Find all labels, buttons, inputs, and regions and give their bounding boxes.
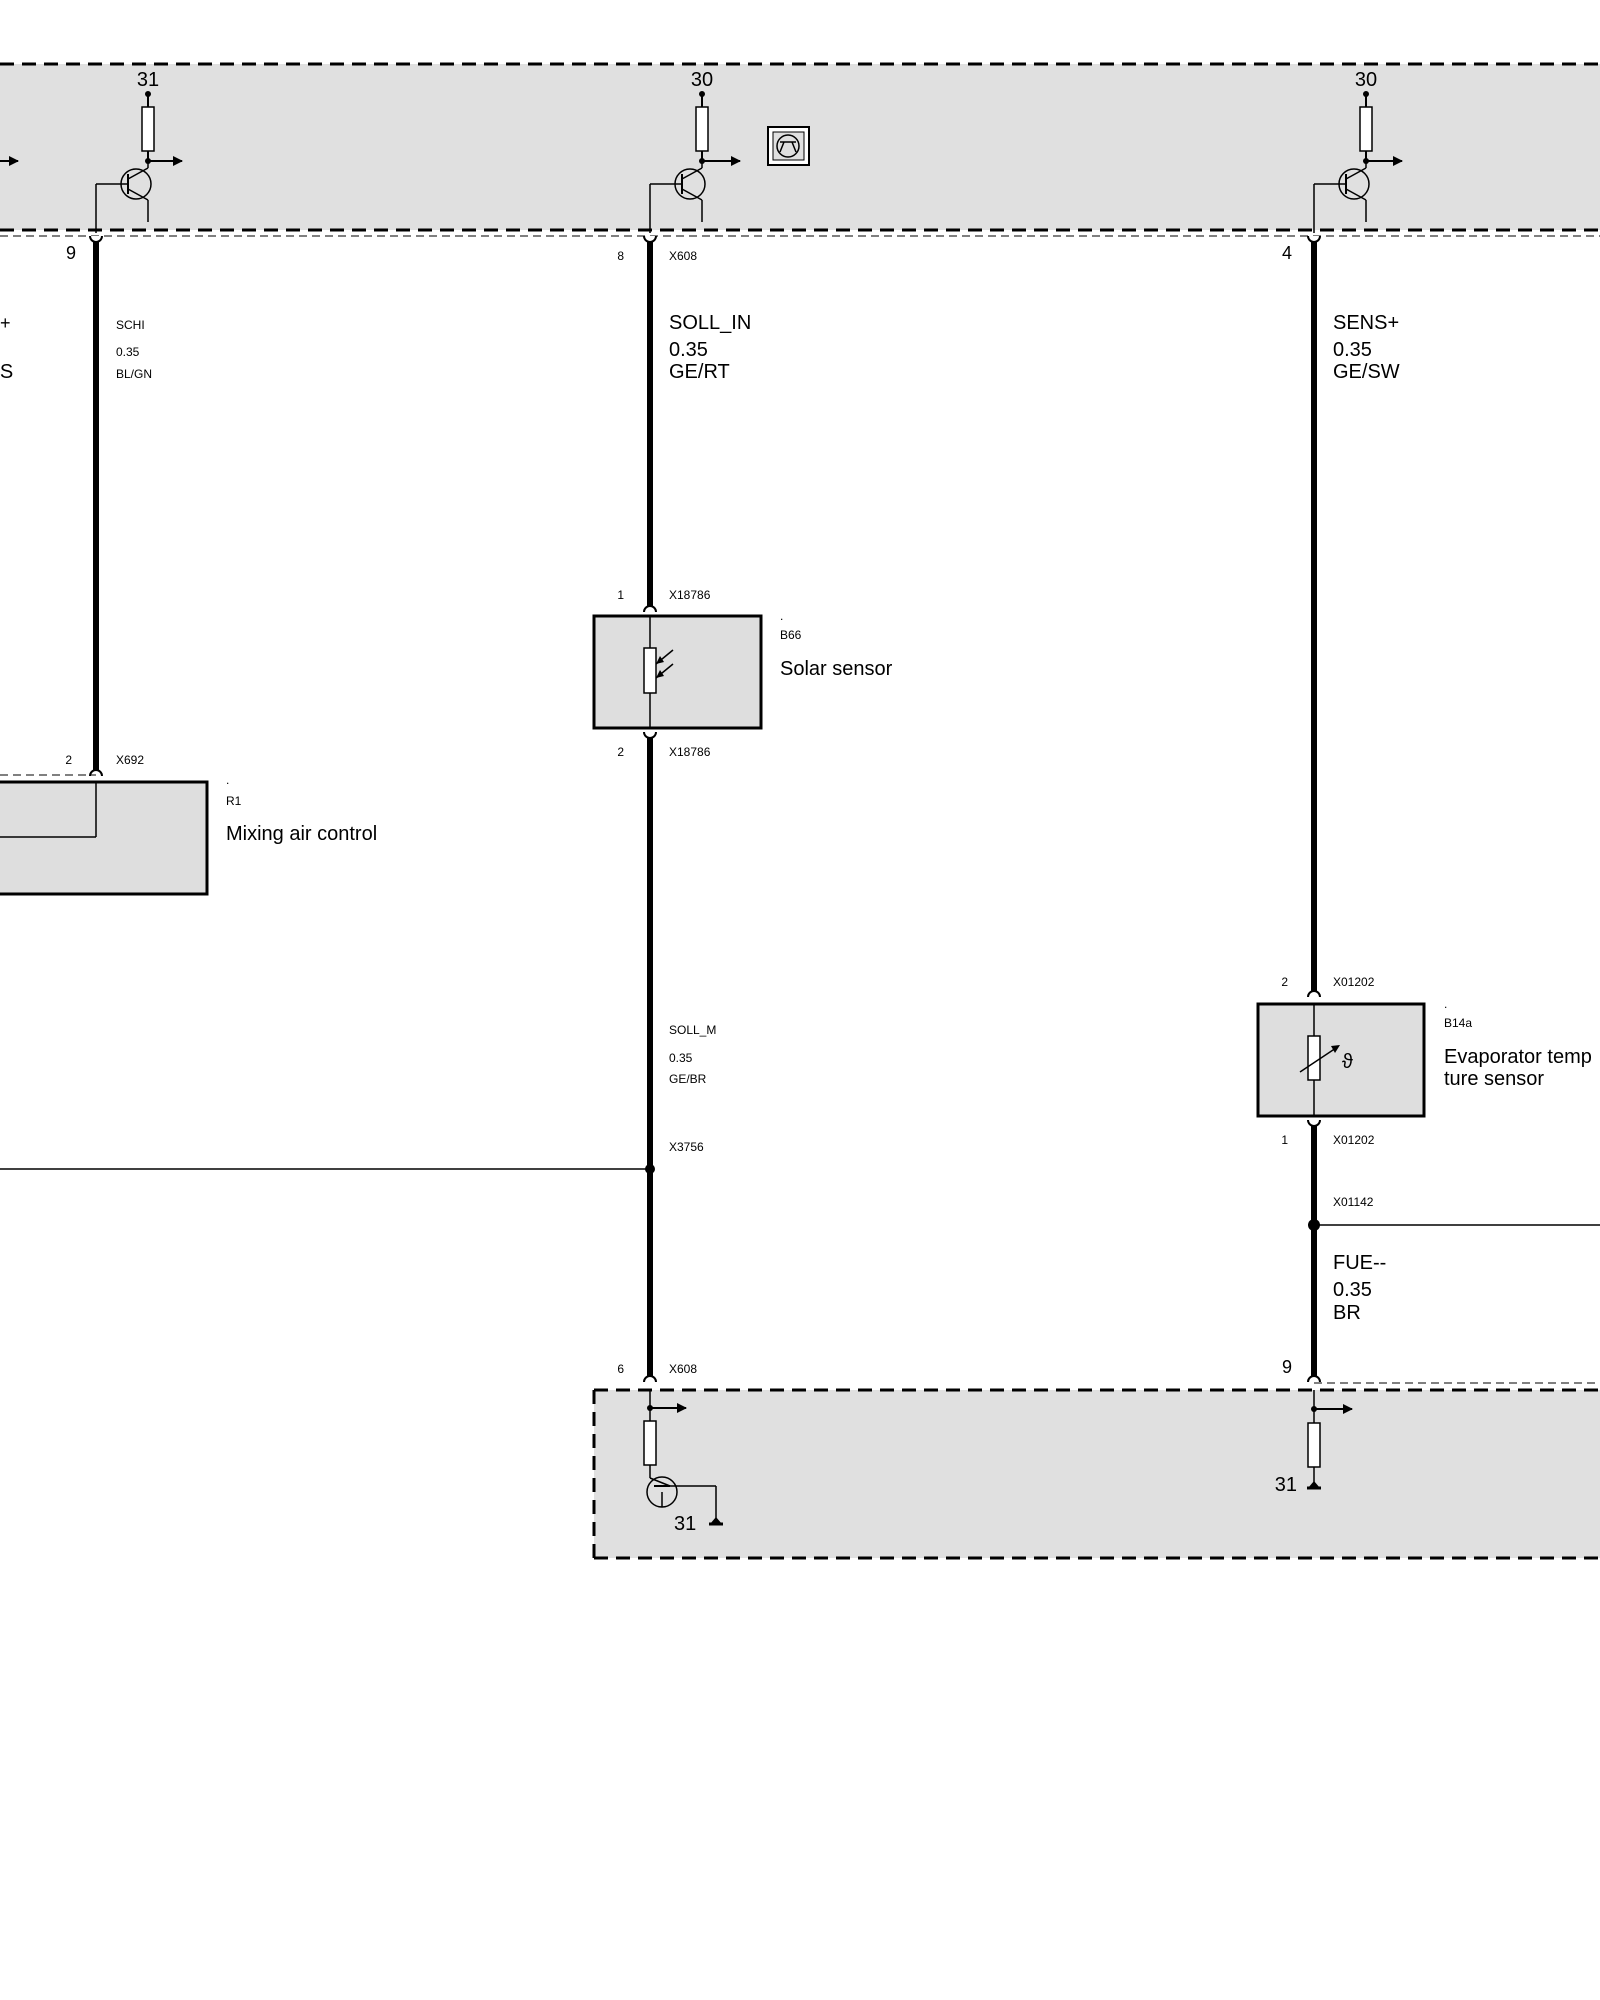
transistor-icon	[95, 161, 152, 233]
connector-label: X18786	[669, 745, 711, 759]
component-name: Mixing air control	[226, 823, 377, 845]
wire-gauge-label: 0.35	[669, 1051, 693, 1065]
edge-color-fragment: 'S	[0, 361, 13, 383]
ground-icon	[709, 1517, 723, 1526]
component-evaporator-temperature-sensor: ϑ	[1256, 1002, 1426, 1118]
top-control-module: 31 30	[0, 62, 1600, 237]
pin-label: 2	[617, 745, 624, 759]
component-id: R1	[226, 794, 242, 808]
wire-soll-m	[643, 731, 657, 1383]
resistor-icon	[1307, 1422, 1321, 1468]
terminal-label: 31	[137, 69, 159, 91]
splice-x3756	[0, 1164, 655, 1174]
driver-circuit-right: 30	[1313, 69, 1403, 233]
wire-signal-label: FUE--	[1333, 1252, 1386, 1274]
connector-label: X01202	[1333, 1133, 1375, 1147]
wire-soll-in	[643, 235, 657, 613]
transistor-icon	[646, 1476, 717, 1520]
pin-label: 9	[1282, 1357, 1292, 1377]
connector-label: X01202	[1333, 975, 1375, 989]
wire-signal-label: SOLL_M	[669, 1023, 716, 1037]
transistor-icon	[649, 161, 706, 233]
pin-label: 8	[617, 249, 624, 263]
terminal-label: 30	[691, 69, 713, 91]
wire-color-label: GE/RT	[669, 361, 730, 383]
resistor-icon	[1359, 106, 1373, 152]
wire-gauge-label: 0.35	[116, 345, 140, 359]
component-dot: .	[226, 773, 229, 787]
ground-terminal-label: 31	[674, 1513, 696, 1535]
component-name-line1: Evaporator temp	[1444, 1046, 1592, 1068]
boxed-transistor-icon	[767, 126, 810, 166]
component-solar-sensor	[592, 614, 763, 730]
transistor-icon	[1313, 161, 1370, 233]
pin-label: 1	[1281, 1133, 1288, 1147]
wire-schi	[89, 235, 103, 777]
component-id: B14a	[1444, 1016, 1472, 1030]
resistor-icon	[695, 106, 709, 152]
connector-label: X692	[116, 753, 144, 767]
wire-gauge-label: 0.35	[669, 339, 708, 361]
driver-circuit-left: 31	[95, 69, 183, 233]
wire-fue	[1307, 1119, 1321, 1383]
wire-sens-plus	[1307, 235, 1321, 998]
wire-signal-label: SOLL_IN	[669, 312, 751, 334]
pin-label: 2	[65, 753, 72, 767]
pin-label: 4	[1282, 243, 1292, 263]
wire-color-label: BR	[1333, 1302, 1361, 1324]
component-mixing-air-control	[0, 774, 209, 896]
splice-label: X3756	[669, 1140, 704, 1154]
wire-color-label: GE/SW	[1333, 361, 1400, 383]
receiver-circuit-right	[1307, 1390, 1353, 1490]
resistor-icon	[141, 106, 155, 152]
theta-icon: ϑ	[1342, 1051, 1353, 1073]
component-name: Solar sensor	[780, 658, 893, 680]
connector-label: X608	[669, 249, 697, 263]
wire-color-label: GE/BR	[669, 1072, 707, 1086]
component-id: B66	[780, 628, 802, 642]
wire-color-label: BL/GN	[116, 367, 152, 381]
component-dot: .	[1444, 997, 1447, 1011]
driver-circuit-middle: 30	[649, 69, 810, 233]
pin-label: 6	[617, 1362, 624, 1376]
terminal-label: 30	[1355, 69, 1377, 91]
ground-terminal-label: 31	[1275, 1474, 1297, 1496]
splice-label: X01142	[1333, 1195, 1374, 1209]
wire-signal-label: SENS+	[1333, 312, 1399, 334]
pin-label: 9	[66, 243, 76, 263]
splice-x01142	[1308, 1219, 1600, 1231]
wire-gauge-label: 0.35	[1333, 339, 1372, 361]
pin-label: 1	[617, 588, 624, 602]
component-dot: .	[780, 609, 783, 623]
light-arrows-icon	[655, 649, 674, 679]
wire-signal-label: SCHI	[116, 318, 145, 332]
resistor-icon	[643, 1420, 657, 1466]
wire-gauge-label: 0.35	[1333, 1279, 1372, 1301]
thermistor-icon	[1307, 1035, 1321, 1081]
bottom-control-module: 31 31	[592, 1382, 1600, 1560]
pin-label: 2	[1281, 975, 1288, 989]
connector-label: X608	[669, 1362, 697, 1376]
connector-label: X18786	[669, 588, 711, 602]
edge-signal-fragment: +	[0, 313, 11, 333]
photoresistor-icon	[643, 647, 657, 694]
receiver-circuit-middle	[643, 1390, 723, 1526]
ground-icon	[1307, 1481, 1321, 1490]
component-name-line2: ture sensor	[1444, 1068, 1544, 1090]
